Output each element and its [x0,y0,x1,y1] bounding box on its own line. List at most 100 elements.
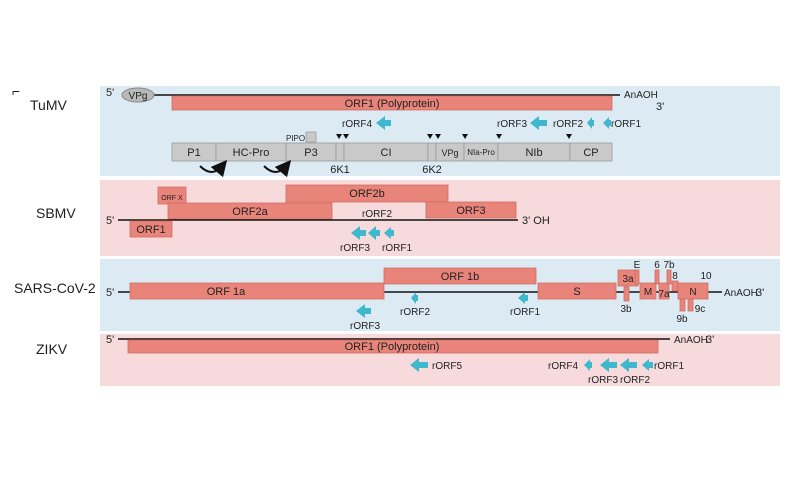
tumv-orf1-box [171,95,613,111]
tumv-autocleavage-arrow [263,159,292,178]
zikv-rorf4-arrow [584,359,592,371]
sbmv-rorf2-arrow [368,226,380,240]
sars-s-box [537,282,617,300]
sbmv-rorf1-label: rORF1 [382,243,412,254]
sars-10-label: 10 [700,271,712,282]
tumv-6k2-label: 6K2 [422,164,442,176]
tumv-vpg-cap-label: VPg [129,91,148,102]
tumv-protein-hcpro-label: HC-Pro [233,147,270,159]
tumv-protein-p3-label: P3 [304,147,317,159]
tumv-protein-6k2 [427,142,437,162]
tumv-cleavage-marker [566,134,572,139]
zikv-tail: AnAOH [674,335,708,346]
sbmv-rorf2-label: rORF2 [362,209,392,220]
tumv-tail: AnAOH [624,90,658,101]
tumv-protein-ci-label: CI [381,147,392,159]
sars-rorf1-arrow [518,292,528,304]
sars-8-box [671,280,679,292]
sars-orf1b-label: ORF 1b [441,271,480,283]
zikv-name: ZIKV [36,341,68,357]
sars-7a-box [658,282,670,300]
panel-sars-cov-2: SARS-CoV-2 ORF 1b 5' ORF 1a S 3a 3b E M … [14,259,780,332]
tumv-protein-p1-label: P1 [187,147,200,159]
tumv-rorf1-arrow [603,117,611,129]
zikv-three-prime: 3' [706,334,714,346]
zikv-five-prime: 5' [106,334,114,346]
sars-rorf2-label: rORF2 [400,307,430,318]
sars-rorf3-arrow [356,304,371,318]
tumv-rorf1-label: rORF1 [611,119,641,130]
zikv-rorf5-arrow [410,358,428,372]
tumv-protein-niapro-label: NIa-Pro [467,148,495,157]
sars-name: SARS-CoV-2 [14,280,96,296]
sars-9c-box [687,298,694,312]
sars-n-label: N [689,287,696,298]
zikv-orf1-box [127,339,659,354]
tumv-pipo-box [305,131,317,143]
sbmv-orf1-box [129,220,173,238]
sars-7b-label: 7b [663,260,675,271]
sars-three-prime: 3' [756,287,764,299]
sars-rorf2-arrow [411,292,418,304]
sars-7b-box [666,269,672,285]
tumv-five-prime: 5' [106,87,114,99]
zikv-rorf5-label: rORF5 [432,361,462,372]
sars-e-box [634,269,640,285]
sars-orf1a-label: ORF 1a [207,286,246,298]
sars-five-prime: 5' [106,287,114,299]
panel-sbmv: SBMV ORF X ORF2b ORF2a ORF3 5' 3' OH ORF… [36,180,780,256]
sbmv-orf2a-label: ORF2a [232,206,268,218]
sars-3b-label: 3b [620,304,632,315]
sbmv-orf3-label: ORF3 [456,205,485,217]
tumv-rorf4-label: rORF4 [342,119,372,130]
panel-tumv: TuMV 5' VPg AnAOH 3' ORF1 (Polyprotein) … [30,86,780,178]
sars-rorf1-label: rORF1 [510,307,540,318]
sars-9b-box [679,298,686,312]
zikv-rorf1-arrow [642,359,653,371]
sars-8-label: 8 [672,271,678,282]
tumv-6k1-label: 6K1 [330,164,350,176]
tumv-cleavage-marker [427,134,433,139]
tumv-vpg-cap [121,87,155,103]
tumv-cleavage-marker [435,134,441,139]
sars-6-label: 6 [654,260,660,271]
sbmv-five-prime: 5' [106,215,114,227]
zikv-rorf2-arrow [620,358,637,372]
tumv-protein-nib-label: NIb [525,147,542,159]
tumv-cleavage-marker [336,134,342,139]
tumv-protein-vpg-label: VPg [441,148,458,158]
tumv-name: TuMV [30,97,67,113]
sars-7a-label: 7a [658,289,670,300]
panel-zikv: ZIKV 5' AnAOH 3' ORF1 (Polyprotein) rORF… [36,334,780,386]
tumv-rorf3-label: rORF3 [497,119,527,130]
sars-m-box [639,282,657,300]
sars-s-label: S [573,286,580,298]
tumv-protein-6k1 [335,142,345,162]
sbmv-orf1-label: ORF1 [136,224,165,236]
sars-orf1b-box [383,267,537,285]
sbmv-orf3-box [425,201,517,219]
sars-orf1a-box [129,282,385,300]
tumv-protein-cp [569,142,613,162]
sars-3a-label: 3a [622,274,634,285]
sbmv-three-prime: 3' OH [522,215,550,227]
zikv-orf1-label: ORF1 (Polyprotein) [345,341,440,353]
zikv-rorf3-arrow [600,358,617,372]
tumv-rorf3-arrow [530,116,547,130]
tumv-protein-cp-label: CP [583,147,598,159]
zikv-rorf3-label: rORF3 [588,375,618,386]
sbmv-orf2a-box [167,202,333,220]
tumv-cleavage-marker [343,134,349,139]
sars-3b-box [623,286,630,302]
sbmv-rorf3-arrow [351,226,366,240]
sars-m-label: M [644,287,652,298]
sars-6-box [654,269,660,285]
sbmv-orfx-label: ORF X [161,195,183,202]
tumv-cleavage-marker [462,134,468,139]
sars-9b-label: 9b [676,314,688,325]
sbmv-rorf3-label: rORF3 [340,243,370,254]
sbmv-orf2b-box [285,184,449,203]
sbmv-name: SBMV [36,205,76,221]
sars-rorf3-label: rORF3 [350,321,380,332]
